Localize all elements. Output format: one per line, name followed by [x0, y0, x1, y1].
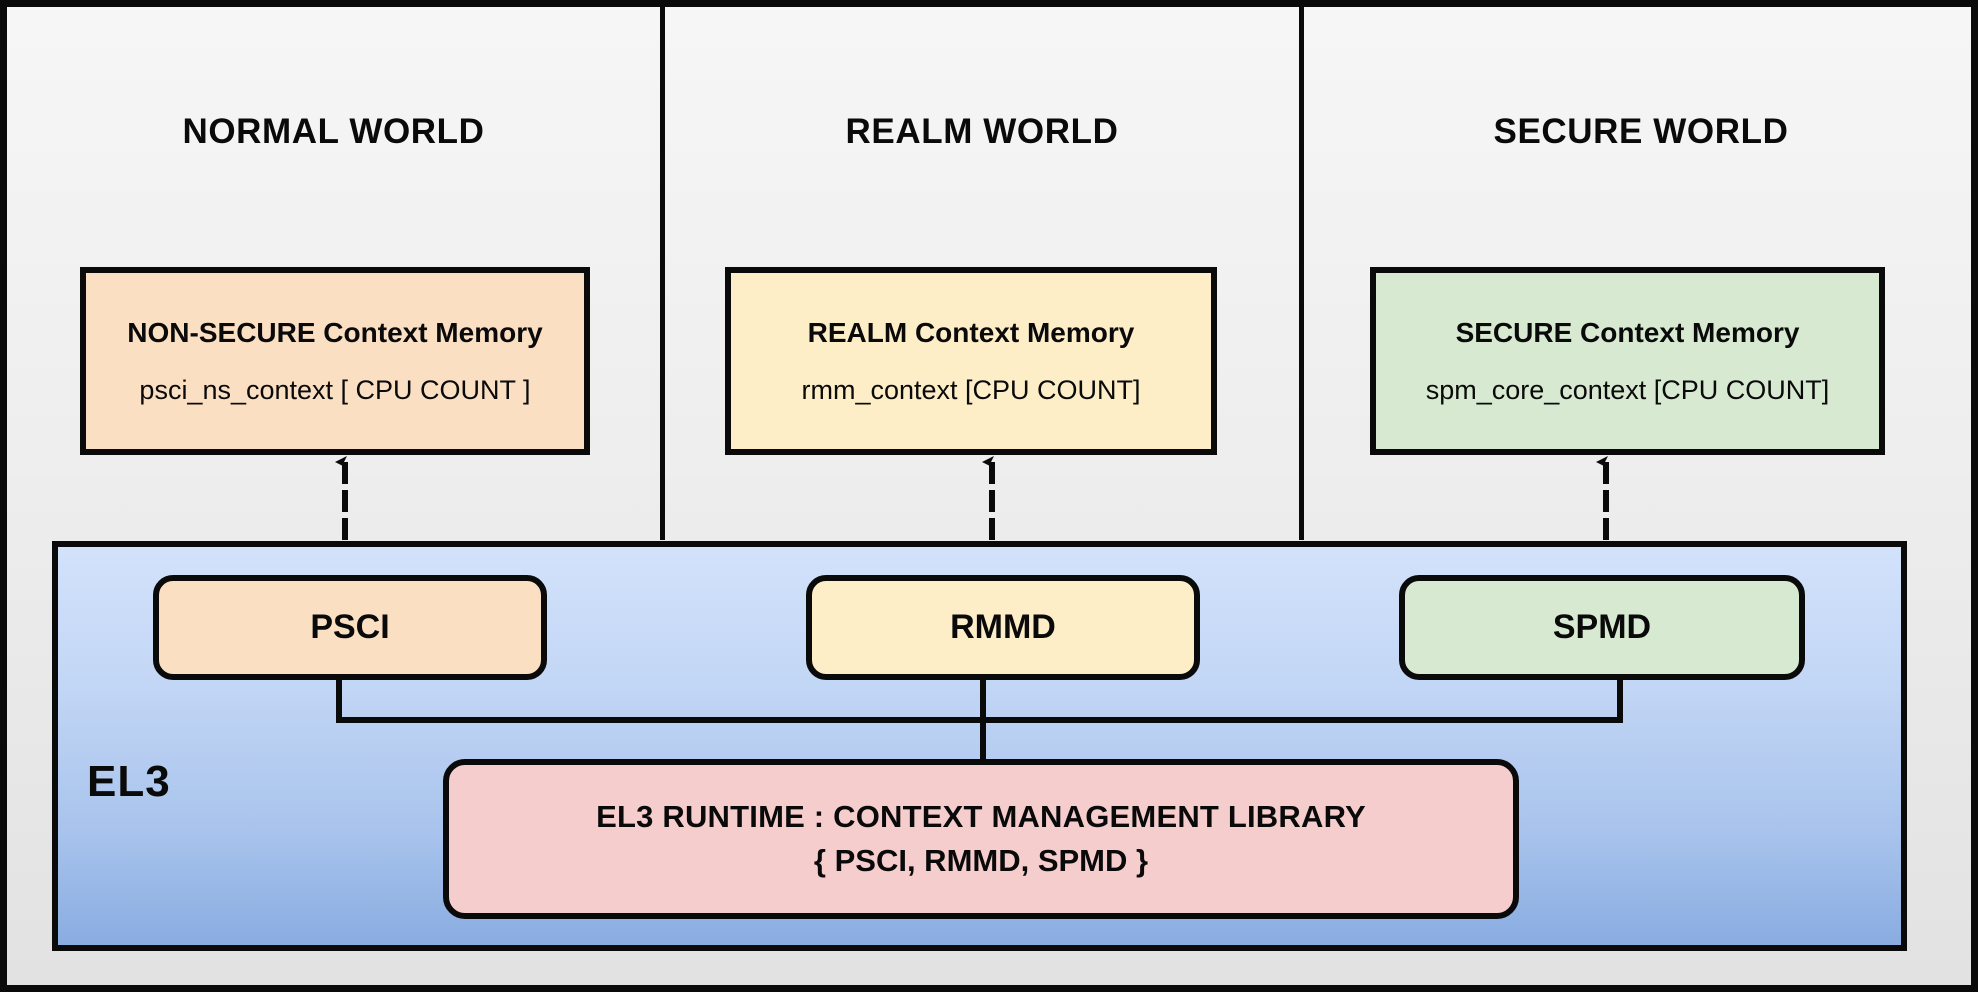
- world-title-secure: SECURE WORLD: [1493, 112, 1789, 151]
- runtime-library-title: EL3 RUNTIME : CONTEXT MANAGEMENT LIBRARY: [596, 799, 1366, 834]
- context-memory-box-secure[interactable]: SECURE Context Memory spm_core_context […: [1370, 267, 1885, 455]
- world-divider-1: [660, 7, 665, 540]
- runtime-library-components: { PSCI, RMMD, SPMD }: [813, 843, 1149, 878]
- context-memory-title: SECURE Context Memory: [1455, 316, 1800, 348]
- world-title-realm: REALM WORLD: [845, 112, 1119, 151]
- connector-runtime-drop: [980, 677, 986, 767]
- context-memory-box-realm[interactable]: REALM Context Memory rmm_context [CPU CO…: [725, 267, 1217, 455]
- world-divider-2: [1299, 7, 1304, 540]
- dispatcher-box-psci[interactable]: PSCI: [153, 575, 547, 680]
- dispatcher-box-spmd[interactable]: SPMD: [1399, 575, 1805, 680]
- dispatcher-box-rmmd[interactable]: RMMD: [806, 575, 1200, 680]
- context-memory-title: NON-SECURE Context Memory: [127, 316, 543, 348]
- context-memory-box-non-secure[interactable]: NON-SECURE Context Memory psci_ns_contex…: [80, 267, 590, 455]
- context-memory-title: REALM Context Memory: [807, 316, 1135, 348]
- connector-horizontal-bus: [336, 717, 1623, 723]
- connector-psci-stub: [336, 677, 342, 723]
- connector-spmd-stub: [1617, 677, 1623, 723]
- el3-runtime-library-box[interactable]: EL3 RUNTIME : CONTEXT MANAGEMENT LIBRARY…: [443, 759, 1519, 919]
- context-memory-subtitle: rmm_context [CPU COUNT]: [801, 374, 1141, 405]
- context-memory-subtitle: spm_core_context [CPU COUNT]: [1425, 374, 1830, 405]
- context-memory-subtitle: psci_ns_context [ CPU COUNT ]: [139, 374, 531, 405]
- world-title-normal: NORMAL WORLD: [182, 112, 485, 151]
- el3-panel-label: EL3: [87, 757, 171, 806]
